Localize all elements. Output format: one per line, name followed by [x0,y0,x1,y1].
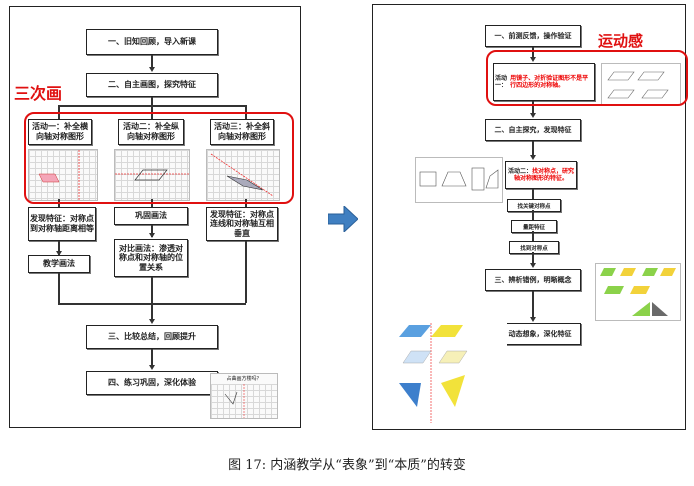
right-method-3: 找到对称点 [509,241,559,254]
right-activity-2-prefix: 活动二： [507,167,532,175]
left-exercise-thumbnail: 占曲画方楼吗？ [210,373,278,419]
left-activity-3: 活动三：补全斜向轴对称图形 [210,119,274,145]
left-step-4: 四、练习巩固，深化体验 [86,371,218,395]
right-activity-1-thumbnail [601,63,681,105]
right-annotation-motion-sense: 运动感 [598,32,644,50]
right-step-2: 二、自主探究，发现特征 [485,119,581,141]
left-finding-1: 发现特征：对称点到对称轴距离相等 [28,207,96,241]
left-finding-3: 发现特征：对称点连线和对称轴互相垂直 [206,207,278,241]
left-exercise-title: 占曲画方楼吗？ [226,376,262,382]
left-activity-2: 活动二：补全纵向轴对称图形 [118,119,184,145]
left-flowchart-panel: 一、旧知回顾，导入新课 二、自主画图，探究特征 活动一：补全横向轴对称图形 活动… [9,6,301,428]
left-step-3: 三、比较总结，回顾提升 [86,325,218,349]
left-annotation-three-drawings: 三次画 [14,84,63,103]
left-teach-method: 教学画法 [28,255,90,273]
left-activity-3-thumbnail [206,149,280,201]
left-activity-1: 活动一：补全横向轴对称图形 [28,119,92,145]
right-activity-2-text: 找对称点，研究轴对称图形的特征。 [513,167,575,182]
left-activity-1-thumbnail [28,149,98,201]
left-step-2: 二、自主画图，探究特征 [86,73,218,97]
figure-caption: 图 17: 内涵教学从“表象”到“本质”的转变 [228,458,466,473]
left-activities-highlight [24,112,294,204]
left-activity-2-thumbnail [114,149,190,201]
right-step-3-thumbnail [595,263,681,321]
right-step-1: 一、前测反馈，操作验证 [485,25,581,47]
right-activity-2-thumbnail [415,157,503,203]
right-activity-highlight [486,50,688,106]
right-method-2: 量距特征 [511,220,557,233]
right-activity-2: 活动二：找对称点，研究轴对称图形的特征。 [505,161,577,189]
left-step-1: 一、旧知回顾，导入新课 [86,29,218,55]
right-step-4-thumbnail [395,323,507,423]
transition-arrow-icon [328,206,358,232]
left-compare-method: 对比画法：渗透对称点和对称轴的位置关系 [114,239,188,277]
right-method-1: 找关键对称点 [507,199,561,212]
left-finding-2: 巩固画法 [114,207,188,225]
right-step-3: 三、辨析错例，明晰概念 [485,269,581,291]
right-activity-1-prefix: 活动一： [495,74,508,89]
right-activity-1-text: 用镜子、对折验证图形不是平行四边形的对称轴。 [510,74,589,89]
right-flowchart-panel: 一、前测反馈，操作验证 活动一：用镜子、对折验证图形不是平行四边形的对称轴。 二… [372,4,686,430]
right-activity-1: 活动一：用镜子、对折验证图形不是平行四边形的对称轴。 [493,63,595,101]
